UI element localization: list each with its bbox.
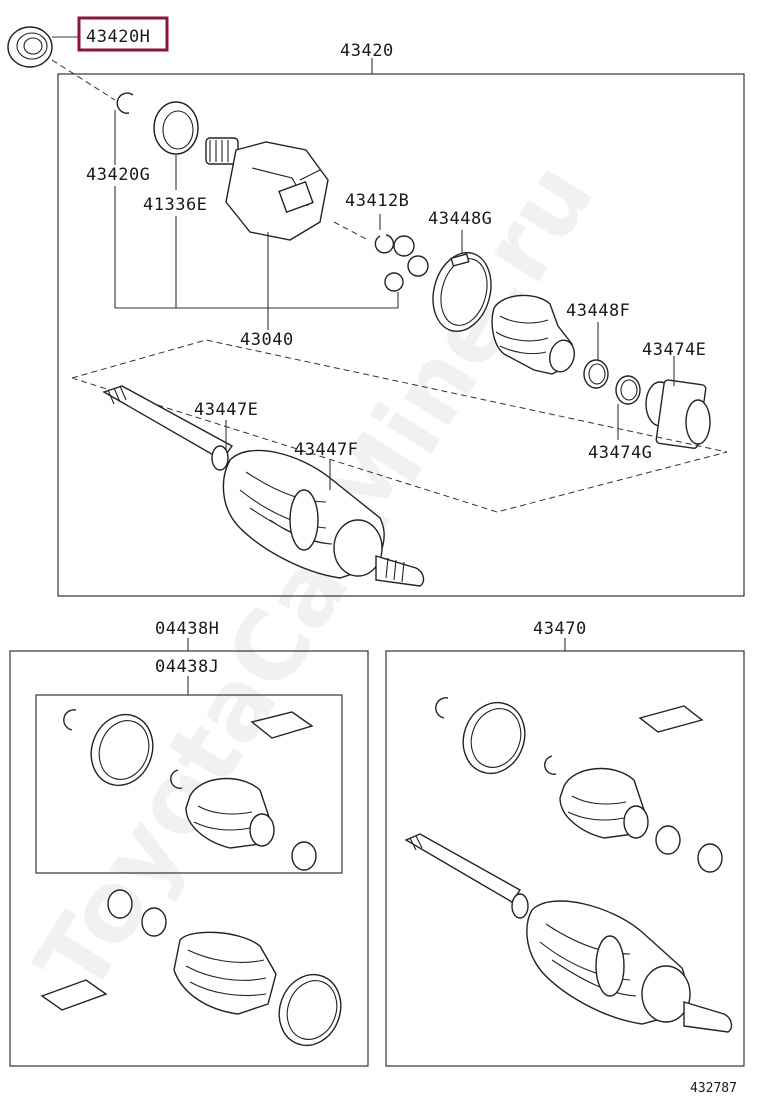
label-43470[interactable]: 43470 [533,619,587,639]
label-43474E[interactable]: 43474E [642,340,706,360]
kit-inner-parts[interactable] [63,706,317,871]
label-43420H[interactable]: 43420H [86,27,150,47]
label-43448F[interactable]: 43448F [566,301,630,321]
tripod-snap-ring-part[interactable] [374,234,395,254]
label-43447F[interactable]: 43447F [294,440,358,460]
damper-part[interactable] [645,379,711,449]
label-43448G[interactable]: 43448G [428,209,492,229]
highlight-box [77,16,169,52]
assembly-right-parts[interactable] [404,694,733,1033]
oil-seal-part[interactable] [7,26,53,68]
boot-clamp-large-part[interactable] [425,246,500,338]
label-43412B[interactable]: 43412B [345,191,409,211]
inner-joint-part[interactable] [205,137,329,241]
label-41336E[interactable]: 41336E [143,195,207,215]
label-43420[interactable]: 43420 [340,41,394,61]
label-43474G[interactable]: 43474G [588,443,652,463]
label-04438J[interactable]: 04438J [155,657,219,677]
tripod-part[interactable] [384,235,429,292]
watermark: ToyotaCarMine.ru [15,143,616,1012]
label-43420G[interactable]: 43420G [86,165,150,185]
damper-clamp-part[interactable] [615,375,641,405]
snap-ring-part[interactable] [116,92,134,114]
shaft-frame [71,339,728,513]
inner-boot-part[interactable] [491,294,578,375]
label-04438H[interactable]: 04438H [155,619,219,639]
boot-clamp-small-part[interactable] [583,359,609,389]
kit-outer-parts[interactable] [40,889,351,1054]
drive-shaft-part[interactable] [102,385,425,587]
kit-box-inner [35,694,343,874]
label-43447E[interactable]: 43447E [194,400,258,420]
kit-box-outer [9,650,369,1067]
figure-number: 432787 [690,1081,737,1096]
dust-seal-part[interactable] [153,101,199,155]
assembly-box-top [57,73,745,597]
label-43040[interactable]: 43040 [240,330,294,350]
